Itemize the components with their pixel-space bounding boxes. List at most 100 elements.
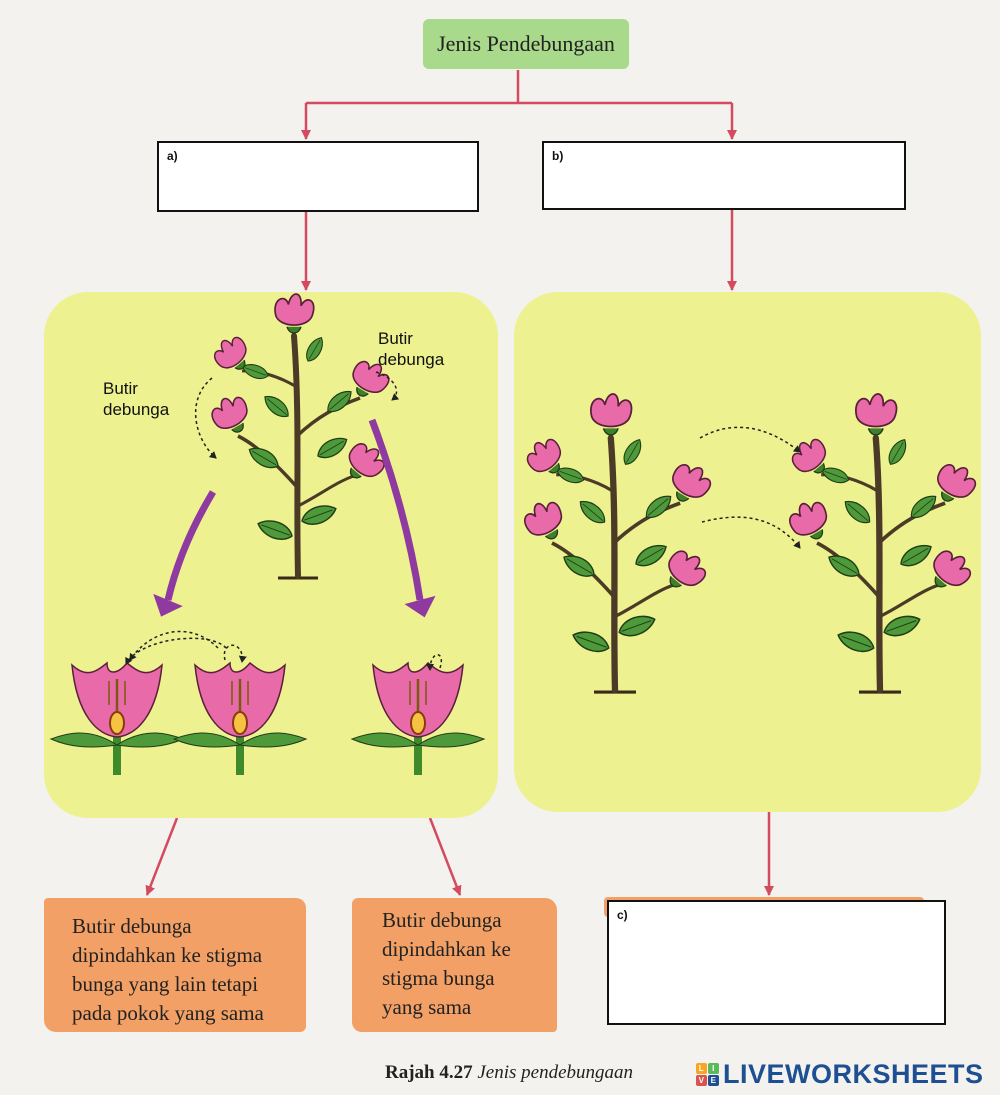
cross-plant-1-leaf-1 bbox=[572, 631, 610, 653]
cross-plant-1-flower-2-sepal bbox=[676, 491, 690, 502]
self-pollination-plant-flower-1-petals bbox=[211, 396, 248, 429]
cross-plant-2-leaf-7-vein bbox=[824, 470, 847, 480]
brand-logo-icon: L I V E bbox=[696, 1062, 719, 1086]
cross-plant-1-branch-2 bbox=[612, 501, 681, 545]
cross-pollination-panel bbox=[514, 292, 981, 812]
cross-pollen-path-1 bbox=[699, 426, 801, 453]
cross-plant-2-branch-4 bbox=[879, 583, 940, 618]
cross-plant-2-flower-4-sepal bbox=[934, 576, 947, 588]
self-pollination-plant-leaf-1 bbox=[257, 520, 293, 540]
flower-section-3-leaf-l bbox=[350, 732, 420, 748]
cross-plant-1-flower-3-sepal bbox=[548, 462, 560, 474]
answer-box-b[interactable]: b) bbox=[542, 141, 906, 210]
figure-title: Jenis pendebungaan bbox=[477, 1062, 634, 1083]
cross-plant-1-leaf-3 bbox=[563, 555, 595, 577]
cross-plant-2-flower-1 bbox=[789, 501, 827, 540]
pollen-path-1 bbox=[129, 630, 219, 661]
note-middle-line2: dipindahkan ke bbox=[382, 937, 511, 961]
pollen-path-3 bbox=[223, 644, 247, 663]
cross-plant-2-flower-1-sepal bbox=[809, 529, 824, 540]
note-left-line4: pada pokok yang sama bbox=[72, 1001, 264, 1025]
self-pollination-plant-stem bbox=[291, 333, 301, 579]
answer-box-a[interactable]: a) bbox=[157, 141, 479, 212]
cross-plant-1-flower-top-sepal bbox=[602, 428, 619, 436]
self-pollination-plant-flower-top-petals bbox=[274, 293, 315, 326]
self-pollination-plant-branch-4 bbox=[297, 474, 355, 508]
cross-plant-1-leaf-2 bbox=[618, 615, 656, 637]
answer-box-b-tag: b) bbox=[552, 149, 564, 163]
cross-plant-1-leaf-4-vein bbox=[637, 548, 664, 564]
cross-plant-1-flower-2 bbox=[672, 464, 712, 502]
brand-logo-l: L bbox=[696, 1062, 707, 1074]
cross-plant-2-flower-4 bbox=[933, 550, 972, 588]
cross-plant-1-leaf-3-vein bbox=[566, 558, 593, 574]
pollen-path-2 bbox=[125, 637, 227, 665]
self-pollination-plant-flower-top bbox=[274, 293, 315, 334]
cross-plant-2-leaf-5-vein bbox=[847, 503, 869, 521]
self-pollination-plant-flower-4 bbox=[348, 443, 385, 479]
answer-input-a[interactable] bbox=[189, 165, 469, 202]
self-pollination-plant-leaf-4-vein bbox=[319, 440, 344, 456]
cross-plant-2-flower-2 bbox=[937, 464, 977, 502]
self-pollination-plant-leaf-3-vein bbox=[252, 450, 277, 466]
figure-caption: Rajah 4.27 Jenis pendebungaan bbox=[385, 1062, 633, 1084]
flower-section-3-ovary bbox=[410, 711, 426, 735]
cross-plant-2-flower-top-petals bbox=[854, 393, 898, 428]
cross-plant-1-leaf-4 bbox=[635, 544, 667, 567]
cross-pollen-path-2 bbox=[701, 516, 801, 549]
cross-plant-2-leaf-6-vein bbox=[912, 498, 934, 516]
cross-plant-1-flower-2-petals bbox=[672, 464, 712, 498]
pollen-label-left: Butir debunga bbox=[103, 378, 169, 420]
note-left-line1: Butir debunga bbox=[72, 914, 192, 938]
cross-plant-1-flower-4-petals bbox=[668, 550, 707, 587]
answer-box-c-tag: c) bbox=[617, 908, 628, 922]
cross-plant-2-leaf-6 bbox=[910, 495, 937, 518]
brand-logo-i: I bbox=[708, 1062, 719, 1074]
big-arrow-right bbox=[368, 418, 436, 618]
self-pollination-plant-flower-1-sepal bbox=[231, 422, 244, 433]
self-pollination-plant-flower-3-sepal bbox=[234, 359, 246, 370]
note-middle-line1: Butir debunga bbox=[382, 908, 502, 932]
flower-section-3-leaf-r bbox=[416, 732, 486, 748]
cross-plant-1-flower-1-sepal bbox=[544, 529, 559, 540]
brand-text: LIVEWORKSHEETS bbox=[723, 1058, 984, 1089]
cross-plant-1-leaf-1-vein bbox=[576, 635, 607, 648]
brand-logo-v: V bbox=[696, 1074, 707, 1086]
self-pollination-plant-flower-2-petals bbox=[352, 360, 390, 393]
cross-plant-1-flower-1 bbox=[524, 501, 562, 540]
flower-section-3 bbox=[350, 661, 486, 775]
self-pollination-plant-leaf-6 bbox=[327, 391, 352, 413]
cross-plant-1-flower-1-petals bbox=[524, 501, 562, 536]
answer-input-c[interactable] bbox=[637, 924, 936, 1015]
self-pollination-plant-leaf-2 bbox=[301, 505, 337, 525]
answer-box-c[interactable]: c) bbox=[607, 900, 946, 1025]
self-pollination-plant-leaf-5 bbox=[264, 396, 289, 418]
cross-plant-1-leaf-8 bbox=[623, 439, 642, 465]
cross-plant-2 bbox=[789, 393, 977, 694]
cross-plant-1-leaf-5 bbox=[579, 501, 606, 524]
cross-plant-1-leaf-6 bbox=[645, 495, 672, 518]
self-pollination-plant-flower-3-petals bbox=[213, 336, 247, 369]
pollen-label-left-line1: Butir bbox=[103, 379, 138, 398]
self-pollination-plant bbox=[211, 293, 390, 580]
big-arrow-right-shaft bbox=[368, 418, 424, 601]
cross-plant-2-flower-4-petals bbox=[933, 550, 972, 587]
cross-plant-2-leaf-3-vein bbox=[831, 558, 858, 574]
cross-plant-1-flower-4 bbox=[668, 550, 707, 588]
self-pollination-plant-leaf-8-vein bbox=[308, 339, 321, 360]
note-autogamy: Butir debunga dipindahkan ke stigma bung… bbox=[352, 898, 557, 1032]
self-pollination-plant-flower-2-sepal bbox=[356, 386, 369, 397]
pollen-label-left-line2: debunga bbox=[103, 400, 170, 419]
diagram-title: Jenis Pendebungaan bbox=[423, 19, 629, 69]
self-pollination-plant-flower-top-sepal bbox=[286, 326, 302, 334]
cross-plant-2-leaf-3 bbox=[828, 555, 860, 577]
cross-plant-1-leaf-7-vein bbox=[559, 470, 582, 480]
note-geitonogamy: Butir debunga dipindahkan ke stigma bung… bbox=[44, 898, 306, 1032]
liveworksheets-logo: L I V E LIVEWORKSHEETS bbox=[696, 1057, 984, 1091]
figure-number: Rajah 4.27 bbox=[385, 1062, 473, 1083]
self-pollination-plant-flower-1 bbox=[211, 396, 248, 433]
self-pollination-plant-leaf-7-vein bbox=[245, 367, 267, 376]
answer-input-b[interactable] bbox=[574, 165, 896, 200]
